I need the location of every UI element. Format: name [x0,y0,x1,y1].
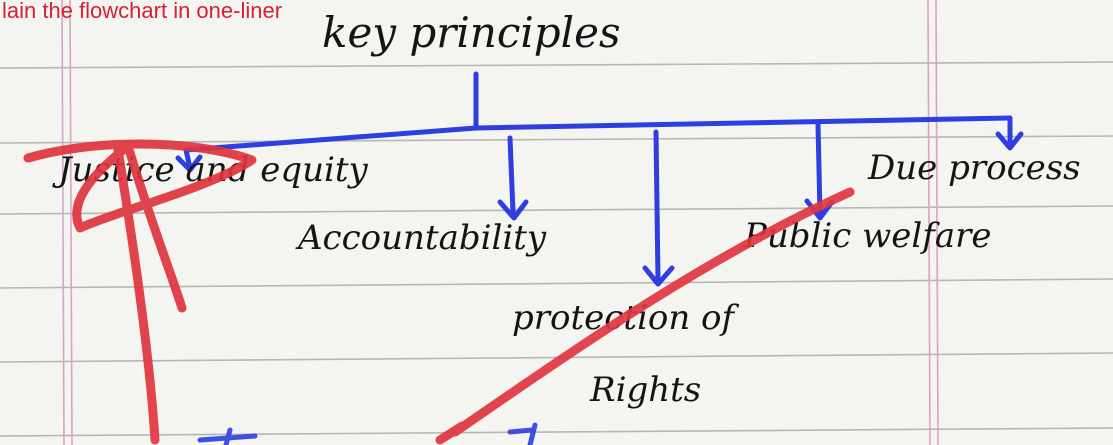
arrow-to-dueprocess [995,115,1024,151]
marker-tail [435,421,467,445]
branch-bar [183,115,1013,153]
arrow-to-accountability [497,135,529,221]
node-due-process: Due process [868,148,1081,188]
marker-hook [113,145,160,445]
marker-loop [23,139,257,313]
prompt-text: lain the flowchart in one-liner [2,0,283,23]
arrow-to-justice [175,147,203,173]
margin-lines [61,0,939,445]
diagram-title: key principles [322,8,621,57]
arrow-to-rights [642,129,675,287]
node-accountability: Accountability [298,218,547,258]
blue-ink-fragment [197,422,538,445]
marker-sweep [450,187,855,437]
node-protection-of-rights-line2: Rights [590,370,702,410]
